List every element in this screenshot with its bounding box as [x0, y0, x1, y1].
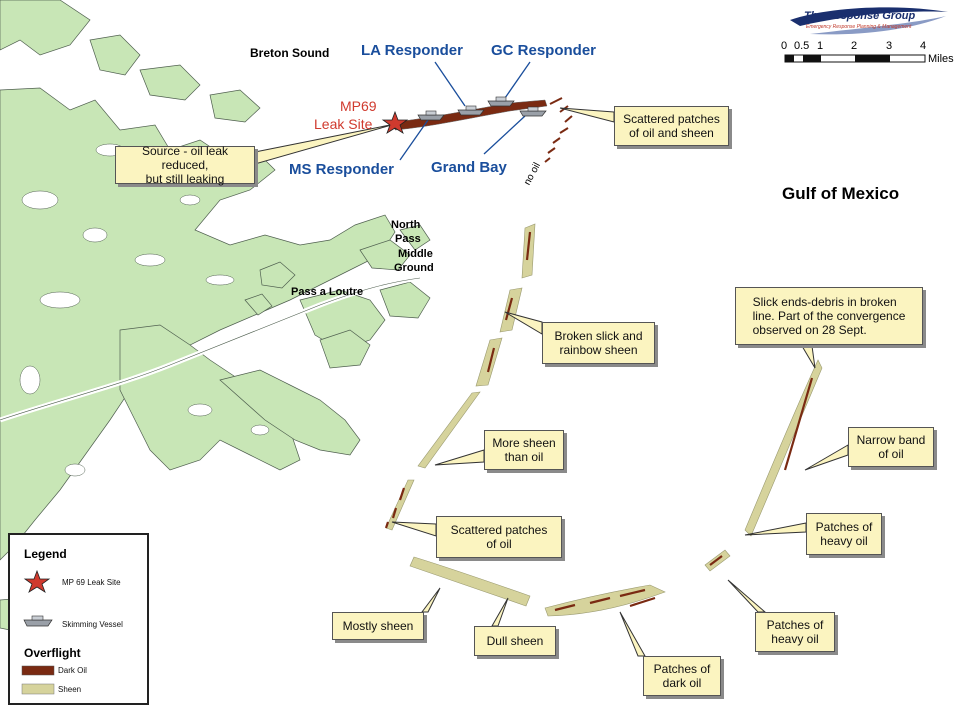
- gulf-of-mexico-label: Gulf of Mexico: [782, 184, 900, 203]
- skimming-vessels: [417, 96, 547, 121]
- north-pass-label-1: North: [391, 219, 421, 231]
- callout-more-sheen-line-2: than oil: [504, 450, 544, 464]
- callout-patches-heavy-bottom-line-1: Patches of: [766, 618, 824, 632]
- scale-tick-1: 1: [817, 40, 824, 52]
- callout-mostly-sheen: Mostly sheen: [332, 612, 424, 640]
- middle-ground-label-1: Middle: [398, 248, 433, 260]
- scale-unit: Miles: [928, 53, 954, 65]
- callout-source-line-1: Source - oil leak reduced,: [141, 144, 229, 172]
- callout-scattered-mid-line-1: Scattered patches: [450, 523, 548, 537]
- callout-patches-heavy-right-line-2: heavy oil: [820, 534, 868, 548]
- la-responder-label: LA Responder: [361, 42, 463, 59]
- legend-star-icon: [23, 569, 51, 593]
- legend-vessel-icon: [23, 615, 53, 627]
- callout-scattered-top-line-1: Scattered patches: [623, 112, 720, 126]
- callout-narrow-band-line-2: of oil: [878, 447, 904, 461]
- callout-broken-slick-line-1: Broken slick and: [554, 329, 643, 343]
- map-legend: Legend MP 69 Leak Site Skimming Vessel O…: [8, 533, 149, 705]
- legend-sheen-swatch: [21, 683, 55, 695]
- callout-slick-ends-line-3: observed on 28 Sept.: [752, 323, 867, 337]
- leak-site-label-2: Leak Site: [314, 116, 373, 132]
- callout-patches-heavy-bottom-line-2: heavy oil: [771, 632, 819, 646]
- legend-title: Legend: [24, 547, 67, 561]
- callout-scattered-top-line-2: of oil and sheen: [629, 126, 714, 140]
- callout-patches-heavy-right-line-1: Patches of: [815, 520, 873, 534]
- ms-responder-label: MS Responder: [289, 161, 395, 178]
- logo-name: The Response Group: [804, 10, 916, 22]
- north-pass-label-2: Pass: [395, 233, 421, 245]
- breton-sound-label: Breton Sound: [250, 46, 330, 60]
- callout-more-sheen-line-1: More sheen: [492, 436, 556, 450]
- pass-a-loutre-label: Pass a Loutre: [291, 286, 364, 298]
- marsh-water: [19, 143, 270, 477]
- legend-leak-site: MP 69 Leak Site: [62, 578, 121, 587]
- scale-tick-2: 2: [851, 40, 858, 52]
- vessel-icon: [487, 96, 515, 107]
- logo-tagline: Emergency Response Planning & Management: [806, 24, 912, 30]
- scale-tick-05: 0.5: [794, 40, 810, 52]
- callout-slick-ends-line-2: line. Part of the convergence: [752, 309, 906, 323]
- callout-narrow-band-line-1: Narrow band: [856, 433, 926, 447]
- scale-tick-4: 4: [920, 40, 927, 52]
- scale-tick-0: 0: [781, 40, 788, 52]
- callout-slick-ends-line-1: Slick ends-debris in broken: [752, 295, 897, 309]
- scale-tick-3: 3: [886, 40, 893, 52]
- legend-vessel: Skimming Vessel: [62, 620, 123, 629]
- leak-site-label-1: MP69: [340, 98, 377, 114]
- middle-ground-label-2: Ground: [394, 262, 434, 274]
- callout-patches-dark-line-2: dark oil: [662, 676, 702, 690]
- legend-dark-oil-swatch: [21, 665, 55, 676]
- callout-broken-slick-line-2: rainbow sheen: [559, 343, 638, 357]
- leak-site-star-icon: [381, 110, 409, 134]
- response-group-logo: The Response Group Emergency Response Pl…: [790, 4, 950, 38]
- callout-dull-sheen: Dull sheen: [474, 626, 556, 656]
- callout-patches-dark-line-1: Patches of: [653, 662, 711, 676]
- grand-bay-label: Grand Bay: [431, 159, 507, 176]
- callout-source: Source - oil leak reduced,but still leak…: [115, 144, 255, 186]
- vessel-icon: [417, 110, 445, 121]
- callout-mostly-sheen-line-1: Mostly sheen: [342, 619, 414, 633]
- vessel-icon: [457, 105, 485, 116]
- legend-dark-oil: Dark Oil: [58, 666, 87, 675]
- callout-scattered-mid-line-2: of oil: [486, 537, 512, 551]
- dark-oil-patches: [384, 231, 814, 612]
- oil-scattered-top: [544, 97, 573, 163]
- legend-overflight: Overflight: [24, 646, 81, 660]
- legend-sheen: Sheen: [58, 685, 82, 694]
- callout-leaders: [254, 107, 849, 657]
- vessel-icon: [519, 106, 547, 117]
- callout-dull-sheen-line-1: Dull sheen: [486, 634, 544, 648]
- scale-bar: [784, 54, 926, 63]
- vessel-pointers: [399, 61, 531, 161]
- callout-source-line-2: but still leaking: [145, 172, 225, 186]
- gc-responder-label: GC Responder: [491, 42, 597, 59]
